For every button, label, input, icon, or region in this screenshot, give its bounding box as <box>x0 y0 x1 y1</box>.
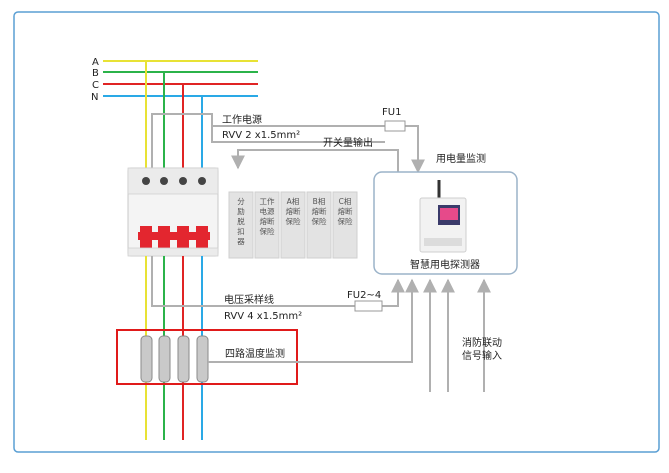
device-terminal-strip <box>424 238 462 246</box>
module-label-line: 保险 <box>286 216 301 226</box>
switch-output-label: 开关量输出 <box>323 136 373 149</box>
phase-b-label: B <box>92 68 99 79</box>
breaker-feed-lines <box>145 61 203 172</box>
fire-linkage-label-2: 信号输入 <box>462 349 502 362</box>
voltage-sampling-line <box>151 256 398 307</box>
terminal-screw <box>160 177 168 185</box>
module-label-line: 工作 <box>260 196 275 206</box>
module-label-line: 保险 <box>260 226 275 236</box>
module-label-line: 熔断 <box>338 206 353 216</box>
work-power-label: 工作电源 <box>222 113 262 126</box>
device-screen-glow <box>440 208 458 220</box>
module-label-line: 电源 <box>260 206 275 216</box>
terminal-screw <box>179 177 187 185</box>
temp-signal-line <box>208 278 419 363</box>
voltage-sampling-label: 电压采样线 <box>224 293 274 306</box>
breaker-bottom-strip <box>127 247 219 257</box>
fu1-fuse <box>384 120 406 132</box>
circuit-breaker <box>127 167 219 257</box>
module-label-line: 熔断 <box>260 216 275 226</box>
temp-sensor <box>158 335 171 383</box>
phase-a-label: A <box>92 57 99 68</box>
outer-frame <box>13 11 660 453</box>
fu2-label: FU2~4 <box>347 290 381 301</box>
fu2-fuse <box>354 300 383 312</box>
module-label-line: 器 <box>237 237 245 246</box>
rvv-sampling-label: RVV 4 x1.5mm² <box>224 311 302 322</box>
phase-n-label: N <box>91 92 98 103</box>
temp-highlight-box <box>116 329 298 385</box>
temp-sensor <box>196 335 209 383</box>
temp-sensor <box>140 335 153 383</box>
fire-linkage-label-1: 消防联动 <box>462 336 502 349</box>
terminal-screw <box>198 177 206 185</box>
module-block <box>254 191 280 259</box>
module-label-line: 扣 <box>237 226 245 236</box>
module-block <box>280 191 306 259</box>
module-block <box>306 191 332 259</box>
module-block <box>332 191 358 259</box>
module-block <box>228 191 254 259</box>
temp-monitor-label: 四路温度监测 <box>225 347 285 360</box>
module-label-line: 分 <box>237 197 245 206</box>
terminal-screw <box>142 177 150 185</box>
module-label-line: C相 <box>339 196 352 206</box>
breaker-handle-bar <box>138 232 210 240</box>
phase-bus-lines: A B C N <box>91 57 258 103</box>
phase-c-label: C <box>92 80 99 91</box>
module-label-line: 保险 <box>338 216 353 226</box>
rvv-power-label: RVV 2 x1.5mm² <box>222 130 300 141</box>
module-label-line: 脱 <box>237 216 245 226</box>
module-label-line: B相 <box>313 196 326 206</box>
module-label-line: 熔断 <box>286 206 301 216</box>
temp-sensor <box>177 335 190 383</box>
power-monitor-label: 用电量监测 <box>436 152 486 165</box>
detector-label: 智慧用电探测器 <box>410 258 480 271</box>
detector-device <box>419 180 467 253</box>
module-label-line: 励 <box>237 207 245 216</box>
module-label-line: A相 <box>287 196 300 206</box>
module-label-line: 保险 <box>312 216 327 226</box>
fu1-label: FU1 <box>382 107 401 118</box>
switch-output-line <box>231 149 399 172</box>
temperature-sensors <box>140 335 209 383</box>
module-label-line: 熔断 <box>312 206 327 216</box>
breaker-output-lines <box>145 256 203 440</box>
work-power-line <box>151 113 418 172</box>
